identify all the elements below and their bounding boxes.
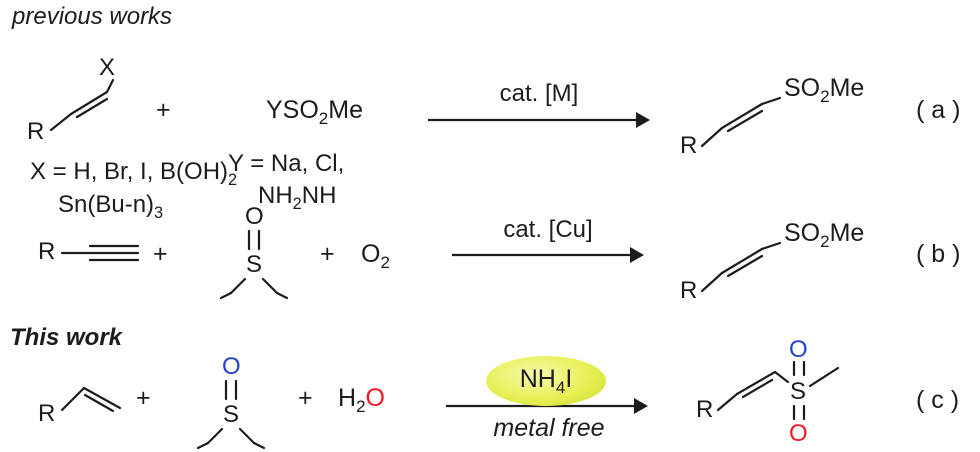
y-scope-note-line2: NH2NH [258, 182, 337, 213]
previous-works-heading: previous works [12, 3, 173, 30]
oxygen-atom-label: O [222, 353, 241, 380]
arrowhead-icon [636, 112, 650, 128]
arrow-c-graphic [446, 398, 648, 414]
sulfonyl-group-label: SO2Me [784, 219, 865, 251]
r-group-label: R [38, 400, 56, 427]
condition-label: metal free [493, 414, 605, 442]
arrow-a-graphic [428, 112, 650, 128]
sulfonyl-reagent-formula: YSO2Me [266, 96, 363, 128]
arrow-b-graphic [452, 247, 644, 263]
dmso-structure-b: O S [219, 201, 289, 306]
sulfonyl-group-label: SO2Me [784, 74, 865, 106]
promoter-highlight-ellipse: NH4I [486, 356, 606, 406]
equation-label-b: ( b ) [916, 240, 961, 268]
vinyl-halide-structure: R X [25, 50, 145, 155]
vinyl-halide-skeleton [49, 78, 115, 132]
arrowhead-icon [630, 247, 644, 263]
oxygen-atom-label: O [245, 203, 264, 230]
dmso-skeleton-b [219, 229, 289, 300]
x-scope-note-line2: Sn(Bu-n)3 [58, 191, 164, 222]
water-formula: H2O [338, 384, 385, 416]
sulfur-atom-label: S [246, 251, 263, 278]
r-group-label: R [38, 238, 56, 265]
equation-label-c: ( c ) [916, 386, 960, 414]
terminal-alkene-structure: R [32, 372, 147, 432]
equation-label-a: ( a ) [916, 96, 961, 124]
alkyne-skeleton [60, 244, 140, 262]
this-work-heading: This work [10, 324, 123, 351]
vinyl-sulfone-product-a: R SO2Me [665, 58, 895, 168]
r-group-label: R [680, 277, 698, 304]
vinyl-sulfone-skeleton-b [700, 241, 782, 293]
reaction-arrow-c [446, 390, 651, 422]
x-group-label: X [99, 54, 116, 81]
plus-sign: + [298, 384, 313, 412]
oxygen-reagent-formula: O2 [361, 240, 390, 272]
r-group-label: R [696, 396, 714, 423]
r-group-label: R [27, 118, 45, 145]
oxygen-top-atom-label: O [789, 336, 808, 363]
vinyl-sulfone-skeleton-a [700, 96, 782, 148]
catalyst-label-b: cat. [Cu] [503, 216, 593, 243]
oxygen-bottom-atom-label: O [789, 420, 808, 447]
r-group-label: R [680, 132, 698, 159]
promoter-formula: NH4I [519, 364, 573, 397]
plus-sign: + [153, 240, 168, 268]
x-scope-note-line1: X = H, Br, I, B(OH)2 [30, 158, 238, 189]
terminal-alkyne-structure: R [38, 236, 153, 270]
methyl-sulfone-skeleton [716, 360, 840, 421]
plus-sign: + [136, 384, 151, 412]
plus-sign: + [320, 240, 335, 268]
alkene-skeleton [60, 386, 122, 413]
arrowhead-icon [634, 398, 648, 414]
sulfur-atom-label: S [223, 401, 240, 428]
reaction-arrow-b [452, 239, 647, 271]
dmso-structure-c: O S [196, 351, 266, 452]
y-scope-note-line1: Y = Na, Cl, [228, 150, 345, 177]
vinyl-sulfone-product-b: R SO2Me [665, 203, 895, 313]
catalyst-label-a: cat. [M] [499, 80, 579, 107]
reaction-arrow-a [428, 104, 653, 136]
plus-sign: + [156, 96, 171, 124]
sulfur-atom-label: S [790, 378, 807, 405]
methyl-sulfone-product-c: R O S O [678, 330, 928, 452]
dmso-skeleton-c [196, 379, 266, 450]
